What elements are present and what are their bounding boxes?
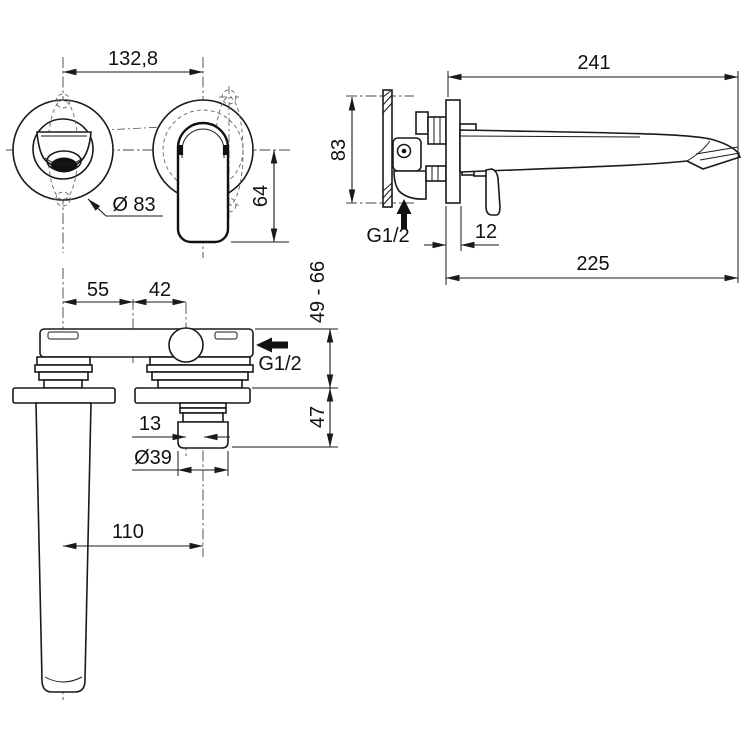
valve-body-side [392, 111, 447, 200]
lever-handle-side [485, 168, 501, 216]
spout-tube-top [35, 402, 92, 693]
handle-escutcheon-front [152, 86, 254, 244]
handle-escutcheon-edge [134, 387, 251, 404]
dim-spout-to-bend-label: 55 [87, 279, 109, 301]
front-view: 132,8 Ø 83 64 [6, 48, 292, 258]
dim-rough-in-height-label: 83 [328, 139, 350, 161]
dim-spout-projection-label: 225 [576, 253, 609, 275]
valve-connection-top [134, 327, 254, 449]
spout-side [459, 123, 742, 216]
inlet-arrow-icon [256, 337, 288, 353]
dim-bend-to-valve-label: 42 [149, 279, 171, 301]
dim-total-projection-label: 241 [577, 52, 610, 74]
dim-trim-projection-label: 47 [307, 406, 329, 428]
dim-inlet-thread-top-label: G1/2 [258, 353, 301, 375]
spout-connection-top [12, 356, 116, 693]
spout-escutcheon-edge [12, 387, 116, 404]
dim-valve-offset-label: 13 [139, 413, 161, 435]
dim-diameter-label: Ø 83 [112, 194, 155, 216]
dim-depth-range-label: 49 - 66 [307, 261, 329, 323]
dim-handle-drop-label: 64 [250, 185, 272, 207]
lever-handle-front [176, 121, 230, 244]
side-view: 241 83 G1/2 12 225 [328, 52, 742, 285]
dim-inlet-thread-side-label: G1/2 [366, 225, 409, 247]
side-view-dimensions: 241 83 G1/2 12 225 [328, 52, 739, 285]
top-view-dimensions: 55 42 G1/2 49 - 66 47 13 Ø39 110 [62, 261, 338, 550]
front-view-dimensions: 132,8 Ø 83 64 [62, 48, 289, 243]
inlet-arrow-icon [396, 199, 412, 229]
dim-connector-diameter-label: Ø39 [134, 447, 172, 469]
top-view: 55 42 G1/2 49 - 66 47 13 Ø39 110 [12, 261, 338, 700]
dim-center-distance-label: 132,8 [108, 48, 158, 70]
dim-plate-thickness-label: 12 [475, 221, 497, 243]
mixer-body-top [39, 328, 254, 358]
cartridge-circle [168, 327, 204, 363]
dim-spout-to-valve-label: 110 [112, 521, 144, 543]
wall-bracket [382, 89, 393, 208]
spout-escutcheon-front [12, 93, 114, 207]
connector-cylinder [177, 421, 229, 449]
wall-plate-side [445, 99, 461, 204]
